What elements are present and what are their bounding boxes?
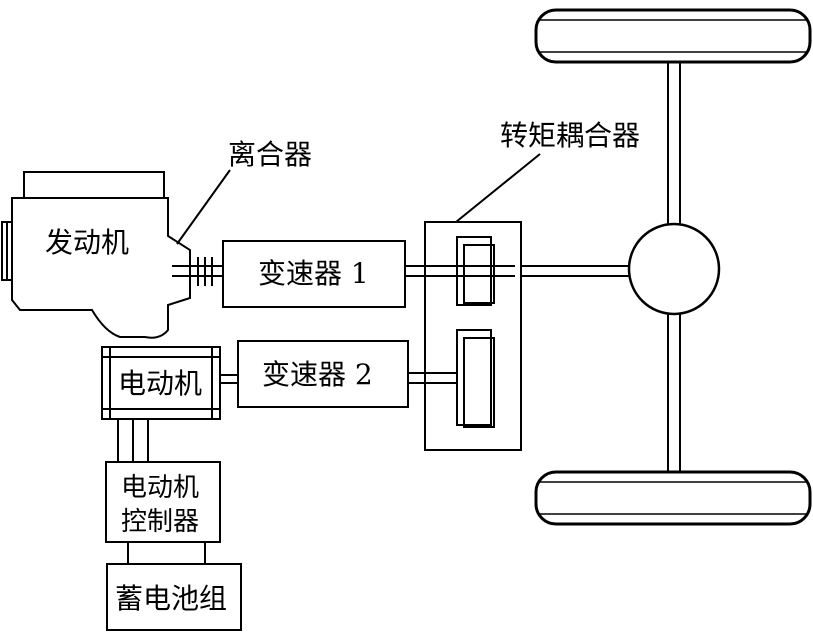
top-wheel [534,8,812,64]
torque-coupler [424,153,541,451]
engine-label: 发动机 [45,226,129,259]
motor-controller [105,461,221,543]
transmission-2-label: 变速器 2 [262,358,373,391]
clutch [172,169,231,286]
torque-coupler-label: 转矩耦合器 [500,119,640,152]
transmission-2 [237,340,434,408]
motor-controller-label-line1: 电动机 [121,473,199,503]
motor-controller-label-line2: 控制器 [121,507,199,537]
rear-axle-assembly [534,8,812,526]
engine [1,171,191,339]
transmission-1-label: 变速器 1 [258,257,369,290]
battery-pack [106,563,242,631]
differential [627,222,721,316]
motor-label: 电动机 [118,367,202,400]
transmission-1 [222,240,434,308]
clutch-label: 离合器 [228,138,312,171]
bottom-wheel [534,470,812,526]
electric-motor [101,346,238,420]
battery-pack-label: 蓄电池组 [115,582,227,615]
